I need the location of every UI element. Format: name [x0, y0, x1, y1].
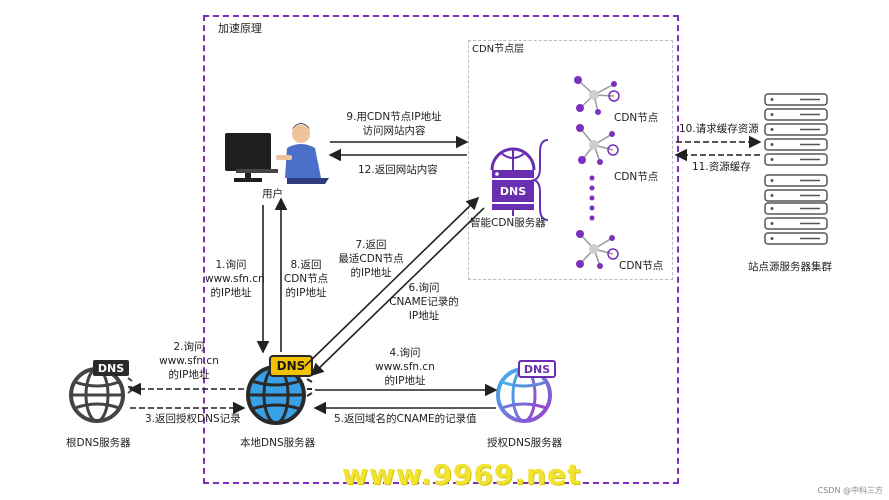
cdn-layer-title: CDN节点层	[472, 44, 525, 55]
cdn-node-label-2: CDN节点	[614, 171, 659, 183]
step-5-label: 5.返回域名的CNAME的记录值	[334, 413, 477, 425]
auth-dns-badge-text: DNS	[524, 363, 550, 376]
root-dns-globe-icon	[69, 360, 133, 423]
root-dns-label: 根DNS服务器	[66, 437, 131, 449]
user-label: 用户	[262, 188, 283, 200]
local-dns-label: 本地DNS服务器	[240, 437, 316, 449]
step-11-label: 11.资源缓存	[692, 161, 751, 173]
user-person-icon	[276, 123, 329, 184]
ellipsis-dots-icon	[589, 175, 595, 221]
watermark-text: www.9969.net	[342, 458, 582, 491]
cdn-node-label-1: CDN节点	[614, 112, 659, 124]
arrow-step-6	[304, 196, 480, 367]
step-3-label: 3.返回授权DNS记录	[145, 413, 241, 425]
origin-server-rack-icon	[764, 202, 828, 245]
origin-cluster-label: 站点源服务器集群	[748, 261, 832, 273]
user-computer-icon	[225, 133, 278, 182]
arrow-step-7	[310, 207, 485, 377]
authoritative-dns-globe-icon	[496, 360, 556, 423]
origin-server-rack-icon	[764, 174, 828, 202]
local-dns-badge-text: DNS	[277, 359, 306, 373]
credit-text: CSDN @中科三方	[817, 486, 883, 495]
cdn-node-icon	[576, 230, 619, 269]
frame-title: 加速原理	[218, 22, 262, 35]
auth-dns-label: 授权DNS服务器	[487, 437, 563, 449]
cdn-node-label-3: CDN节点	[619, 260, 664, 272]
smart-cdn-server-icon	[490, 147, 536, 216]
step-9-label: 9.用CDN节点IP地址访问网站内容	[346, 111, 442, 137]
local-dns-globe-icon	[246, 355, 313, 425]
smart-cdn-dns-text: DNS	[500, 185, 526, 198]
acceleration-principle-frame	[203, 15, 679, 484]
cdn-node-icon	[576, 124, 619, 165]
step-10-label: 10.请求缓存资源	[679, 123, 759, 135]
step-7-label: 7.返回最适CDN节点的IP地址	[338, 239, 404, 279]
origin-server-rack-icon	[764, 93, 828, 166]
smart-cdn-label: 智能CDN服务器	[470, 217, 546, 229]
step-12-label: 12.返回网站内容	[358, 164, 438, 176]
cdn-node-icon	[574, 76, 620, 115]
cdn-brace	[530, 139, 549, 221]
root-dns-badge-text: DNS	[98, 362, 124, 375]
cdn-node-layer-frame	[468, 40, 673, 280]
